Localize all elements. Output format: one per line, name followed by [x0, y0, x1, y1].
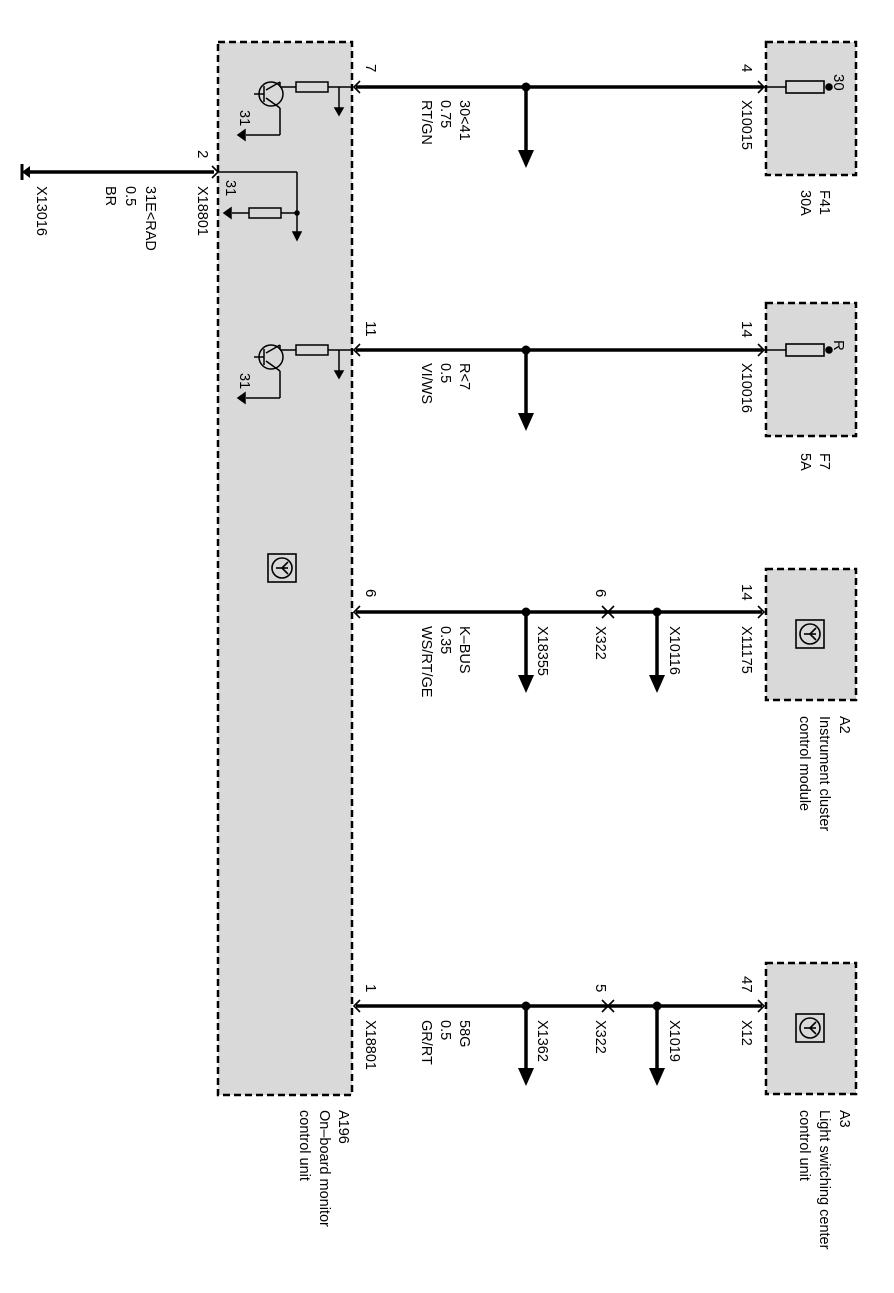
right-connector-x11175: X11175	[738, 626, 754, 674]
a196-pin-1: 1	[362, 984, 379, 992]
a3-id: A3	[836, 1110, 852, 1128]
internal-ground-31-a: 31	[236, 110, 252, 126]
splice-x1362: X1362	[534, 1020, 550, 1062]
f7-pin: R	[830, 340, 847, 351]
ground-pin-2: 2	[194, 150, 211, 158]
a196-connector-x18355: X18355	[534, 626, 550, 676]
a196-name-line2: control unit	[296, 1110, 312, 1181]
right-connector-x12: X12	[738, 1020, 754, 1046]
a2-name-line1: Instrument cluster	[816, 716, 832, 831]
internal-ground-31-c: 31	[236, 373, 252, 389]
f41-pin: 30	[830, 74, 847, 91]
wire-3-color: WS/RT/GE	[418, 626, 434, 698]
f7-fuse-box[interactable]	[764, 301, 858, 438]
right-pin-14-a: 14	[738, 321, 755, 338]
f7-rating: 5A	[797, 453, 813, 471]
a2-name-line2: control module	[796, 716, 812, 811]
wire-4-color: GR/RT	[418, 1020, 434, 1065]
wire-4-signal: 58G	[456, 1020, 472, 1047]
a196-output-stage-1	[236, 81, 352, 142]
right-connector-x10015: X10015	[738, 100, 754, 150]
a3-name-line2: control unit	[796, 1110, 812, 1181]
a196-ground-circuit	[218, 171, 303, 242]
right-connector-x10016: X10016	[738, 363, 754, 413]
wire-3-size: 0.35	[437, 626, 453, 654]
f7-id: F7	[816, 453, 832, 470]
wire-3-signal: K–BUS	[456, 626, 472, 674]
a3-name-line1: Light switching center	[816, 1110, 832, 1250]
f41-rating: 30A	[797, 190, 813, 216]
f41-fuse-box[interactable]	[764, 40, 858, 177]
wire-1-size: 0.75	[437, 100, 453, 128]
ground-color: BR	[102, 186, 118, 206]
f41-id: F41	[816, 190, 832, 215]
a2-control-symbol-icon	[795, 619, 825, 649]
a196-pin-6: 6	[362, 589, 379, 597]
right-connector-marks	[757, 80, 766, 1013]
a2-id: A2	[836, 716, 852, 734]
splices	[521, 82, 662, 1013]
ground-size: 0.5	[122, 186, 138, 206]
a196-id: A196	[335, 1110, 351, 1144]
mid-connector-x322-a: X322	[592, 626, 608, 660]
mid-pin-5: 5	[592, 984, 609, 992]
a196-pin-7: 7	[362, 64, 379, 72]
f41-fuse-icon	[762, 80, 833, 94]
mid-pin-6: 6	[592, 589, 609, 597]
right-pin-47: 47	[738, 976, 755, 993]
branch-arrows	[518, 87, 665, 1086]
a196-output-stage-2	[236, 344, 352, 405]
right-pin-14-b: 14	[738, 584, 755, 601]
wire-2-size: 0.5	[437, 363, 453, 383]
f7-fuse-icon	[762, 343, 833, 357]
splice-x10116: X10116	[666, 626, 682, 675]
a196-connector-x18801-1: X18801	[362, 1020, 378, 1070]
a196-control-symbol-icon	[267, 553, 297, 583]
wire-1-signal: 30<41	[456, 100, 472, 141]
wire-2-signal: R<7	[456, 363, 472, 390]
wire-2-color: VI/WS	[418, 363, 434, 404]
ground-terminal	[22, 166, 30, 178]
ground-signal: 31E<RAD	[142, 186, 158, 251]
ground-end-connector: X13016	[33, 186, 49, 236]
right-pin-4: 4	[738, 64, 755, 72]
internal-ground-31-b: 31	[222, 180, 238, 196]
a196-name-line1: On–board monitor	[316, 1110, 332, 1227]
a196-pin-11: 11	[362, 321, 379, 337]
splice-x1019: X1019	[666, 1020, 682, 1062]
a3-control-symbol-icon	[795, 1013, 825, 1043]
ground-connector-x18801: X18801	[194, 186, 210, 236]
mid-connector-x322-b: X322	[592, 1020, 608, 1054]
wires	[26, 85, 762, 1008]
wire-4-size: 0.5	[437, 1020, 453, 1040]
wire-1-color: RT/GN	[418, 100, 434, 145]
